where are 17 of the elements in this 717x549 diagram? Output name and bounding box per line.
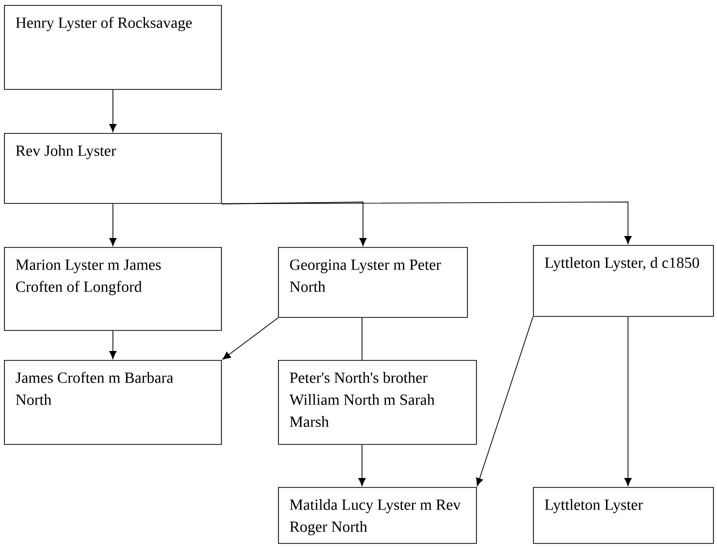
person-box: Lyttleton Lyster, d c1850 [533, 245, 714, 317]
person-box: Georgina Lyster m Peter North [278, 247, 468, 318]
arrow [476, 316, 534, 486]
person-box: Lyttleton Lyster [533, 487, 714, 544]
arrow [358, 444, 366, 486]
person-box: Marion Lyster m James Croften of Longford [4, 247, 222, 331]
arrow [109, 203, 117, 246]
person-box: Matilda Lucy Lyster m Rev Roger North [278, 487, 477, 544]
arrow [624, 316, 632, 486]
arrow [109, 89, 117, 132]
arrow [221, 202, 632, 244]
person-box: Peter's North's brother William North m Sarah Marsh [278, 360, 477, 445]
arrow [109, 330, 117, 359]
person-box: Rev John Lyster [4, 133, 222, 204]
arrow [222, 317, 278, 360]
person-box: Henry Lyster of Rocksavage [4, 5, 222, 90]
person-box: James Croften m Barbara North [4, 360, 222, 445]
